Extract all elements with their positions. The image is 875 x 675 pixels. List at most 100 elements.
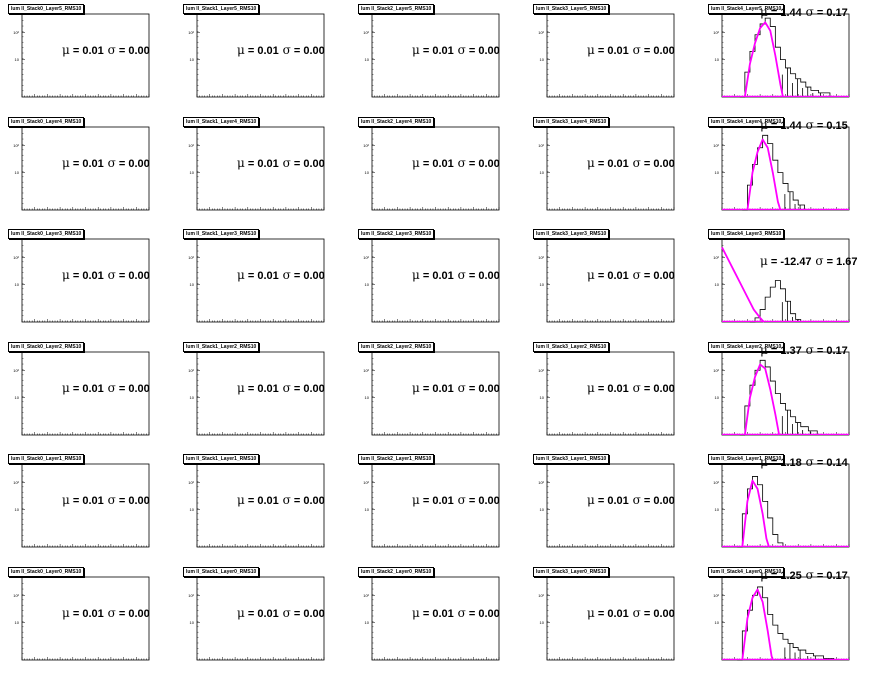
y-tick-label: 10² [538, 367, 544, 372]
y-tick-label: 10² [713, 142, 719, 147]
histogram-line [749, 280, 802, 323]
equals-sign: = [115, 607, 129, 620]
equals-sign: = [767, 344, 781, 357]
equals-sign: = [594, 382, 608, 395]
sigma-value: 0.00 [303, 270, 325, 282]
sigma-symbol: σ [628, 268, 641, 282]
y-tick-label: 10 [15, 57, 20, 62]
y-tick-label: 10 [365, 57, 370, 62]
plot-frame [721, 576, 850, 660]
equals-sign: = [290, 270, 304, 282]
sigma-value: 0.00 [128, 45, 150, 57]
y-tick-label: 10² [713, 480, 719, 485]
mu-symbol: μ [587, 155, 595, 170]
histogram-title: lum ll_Stack4_Layer5_RMS10 [708, 4, 785, 14]
histogram-title: lum ll_Stack4_Layer1_RMS10 [708, 454, 785, 464]
equals-sign: = [419, 607, 433, 620]
y-tick-label: 10 [365, 395, 370, 400]
fit-curve [743, 363, 781, 435]
y-tick-label: 10² [363, 255, 369, 260]
equals-sign: = [115, 495, 129, 507]
equals-sign: = [419, 270, 433, 282]
equals-sign: = [115, 270, 129, 282]
sigma-symbol: σ [103, 43, 116, 57]
sigma-symbol: σ [453, 43, 466, 57]
sigma-value: 0.00 [653, 45, 675, 57]
equals-sign: = [640, 270, 654, 282]
sigma-symbol: σ [811, 254, 824, 268]
mu-value: 0.01 [82, 607, 104, 620]
fit-stats: μ = 0.01 σ = 0.00 [237, 44, 325, 57]
mu-value: 1.18 [780, 457, 802, 469]
histogram-title: lum ll_Stack4_Layer0_RMS10 [708, 566, 785, 577]
mu-symbol: μ [760, 5, 768, 19]
mu-value: 0.01 [82, 382, 104, 395]
mu-value: 0.01 [607, 607, 629, 620]
sigma-value: 0.17 [826, 7, 848, 19]
y-tick-label: 10² [363, 30, 369, 35]
equals-sign: = [767, 119, 781, 132]
fit-stats: μ = 0.01 σ = 0.00 [237, 269, 325, 282]
fit-stats: μ = 0.01 σ = 0.00 [62, 269, 150, 282]
sigma-value: 0.00 [128, 495, 150, 507]
mu-symbol: μ [237, 380, 245, 395]
mu-symbol: μ [760, 117, 768, 132]
equals-sign: = [115, 382, 129, 395]
fit-stats: μ = 0.01 σ = 0.00 [587, 269, 675, 282]
equals-sign: = [813, 7, 827, 19]
equals-sign: = [244, 157, 258, 170]
fit-stats: μ = 0.01 σ = 0.00 [62, 607, 150, 620]
equals-sign: = [290, 607, 304, 620]
fit-curve [741, 588, 774, 660]
mu-value: -12.47 [780, 256, 812, 268]
mu-symbol: μ [587, 380, 595, 395]
y-tick-label: 10² [538, 480, 544, 485]
mu-value: 0.01 [607, 157, 629, 170]
y-tick-label: 10 [365, 282, 370, 287]
sigma-symbol: σ [628, 43, 641, 57]
y-tick-label: 10 [715, 170, 720, 175]
histogram-title: lum ll_Stack1_Layer4_RMS10 [183, 116, 260, 127]
equals-sign: = [69, 607, 83, 620]
mu-value: 0.01 [82, 495, 104, 507]
y-tick-label: 10² [13, 142, 19, 147]
histogram-title: lum ll_Stack2_Layer1_RMS10 [358, 454, 435, 464]
fit-stats: μ = -12.47 σ = 1.67 [760, 255, 858, 268]
equals-sign: = [640, 607, 654, 620]
sigma-value: 0.17 [826, 569, 848, 582]
histogram-title: lum ll_Stack1_Layer5_RMS10 [183, 4, 260, 14]
y-tick-label: 10² [188, 255, 194, 260]
histogram-title: lum ll_Stack4_Layer4_RMS10 [708, 116, 785, 127]
mu-symbol: μ [237, 605, 245, 620]
equals-sign: = [115, 157, 129, 170]
equals-sign: = [767, 457, 781, 469]
y-tick-label: 10² [363, 142, 369, 147]
plot-frame [721, 238, 850, 323]
mu-value: 0.01 [257, 270, 279, 282]
sigma-value: 0.00 [128, 382, 150, 395]
equals-sign: = [640, 495, 654, 507]
mu-value: 0.01 [257, 495, 279, 507]
sigma-symbol: σ [103, 155, 116, 170]
histogram-title: lum ll_Stack0_Layer1_RMS10 [8, 454, 85, 464]
